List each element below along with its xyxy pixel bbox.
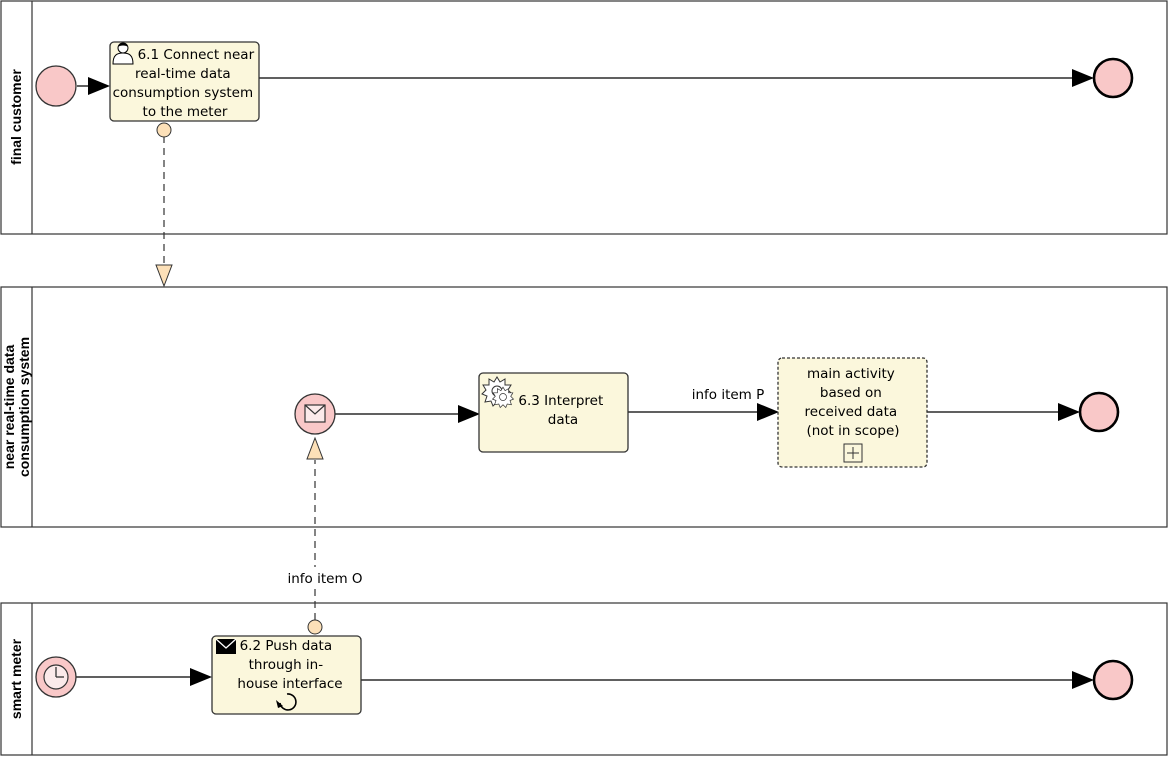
envelope-icon	[304, 404, 326, 423]
start-event-final-customer[interactable]	[35, 65, 77, 107]
label-background	[283, 567, 365, 587]
message-flow-source-dot	[156, 122, 172, 138]
pool-smart-meter-frame	[0, 602, 1168, 756]
message-flow-arrow-icon	[306, 436, 324, 460]
message-start-event[interactable]	[294, 393, 336, 435]
task-6-1-label: 6.1 Connect near real-time data consumpt…	[113, 47, 259, 120]
pool-title-final-customer: final customer	[8, 69, 24, 165]
subprocess-label: main activity based on received data (no…	[805, 366, 902, 439]
timer-start-event[interactable]	[35, 656, 77, 698]
subprocess-main-activity[interactable]: main activity based on received data (no…	[777, 357, 928, 468]
envelope-icon	[215, 638, 237, 654]
task-6-2-push-data[interactable]: 6.2 Push data through in- house interfac…	[211, 635, 362, 715]
task-6-1-connect[interactable]: 6.1 Connect near real-time data consumpt…	[109, 41, 260, 122]
expand-plus-icon[interactable]	[843, 443, 863, 463]
message-flow-source-dot	[307, 619, 323, 635]
task-6-2-label: 6.2 Push data through in- house interfac…	[237, 638, 342, 692]
arrowhead-icon	[88, 77, 110, 95]
flow-label-info-item-o: info item O	[287, 571, 362, 587]
gear-icon	[481, 376, 515, 409]
arrowhead-icon	[190, 668, 212, 686]
flow-label-info-item-p: info item P	[692, 387, 765, 403]
arrowhead-icon	[757, 403, 779, 421]
pool-title-smart-meter: smart meter	[8, 638, 24, 719]
arrowhead-icon	[1072, 69, 1094, 87]
pool-smart-meter: smart meter	[0, 602, 1168, 756]
arrowhead-icon	[1058, 403, 1080, 421]
clock-icon	[43, 664, 69, 690]
user-icon	[112, 42, 134, 65]
pool-title-consumption-line2: consumption system	[16, 337, 32, 477]
task-6-3-interpret[interactable]: 6.3 Interpret data	[478, 372, 629, 453]
arrowhead-icon	[1072, 671, 1094, 689]
end-event-consumption-system[interactable]	[1078, 391, 1120, 433]
end-event-final-customer[interactable]	[1092, 57, 1134, 99]
task-6-3-label: 6.3 Interpret data	[518, 393, 607, 428]
message-flow-arrow-icon	[155, 264, 173, 288]
end-event-smart-meter[interactable]	[1092, 659, 1134, 701]
arrowhead-icon	[458, 405, 480, 423]
pool-title-consumption-line1: near real-time data	[1, 345, 17, 470]
loop-icon	[276, 693, 297, 711]
